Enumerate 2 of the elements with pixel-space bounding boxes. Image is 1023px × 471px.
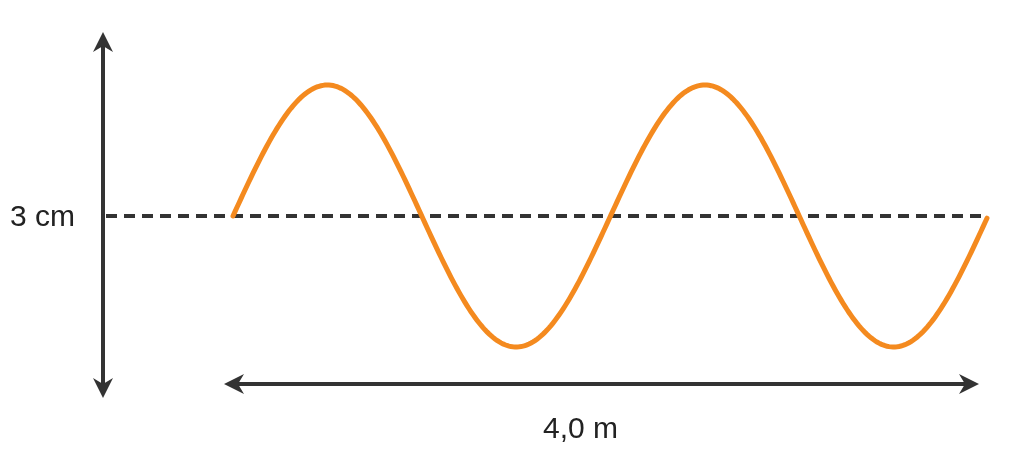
dimension-label: 3 cm xyxy=(10,201,75,231)
dimension-label: 4,0 m xyxy=(543,413,619,443)
